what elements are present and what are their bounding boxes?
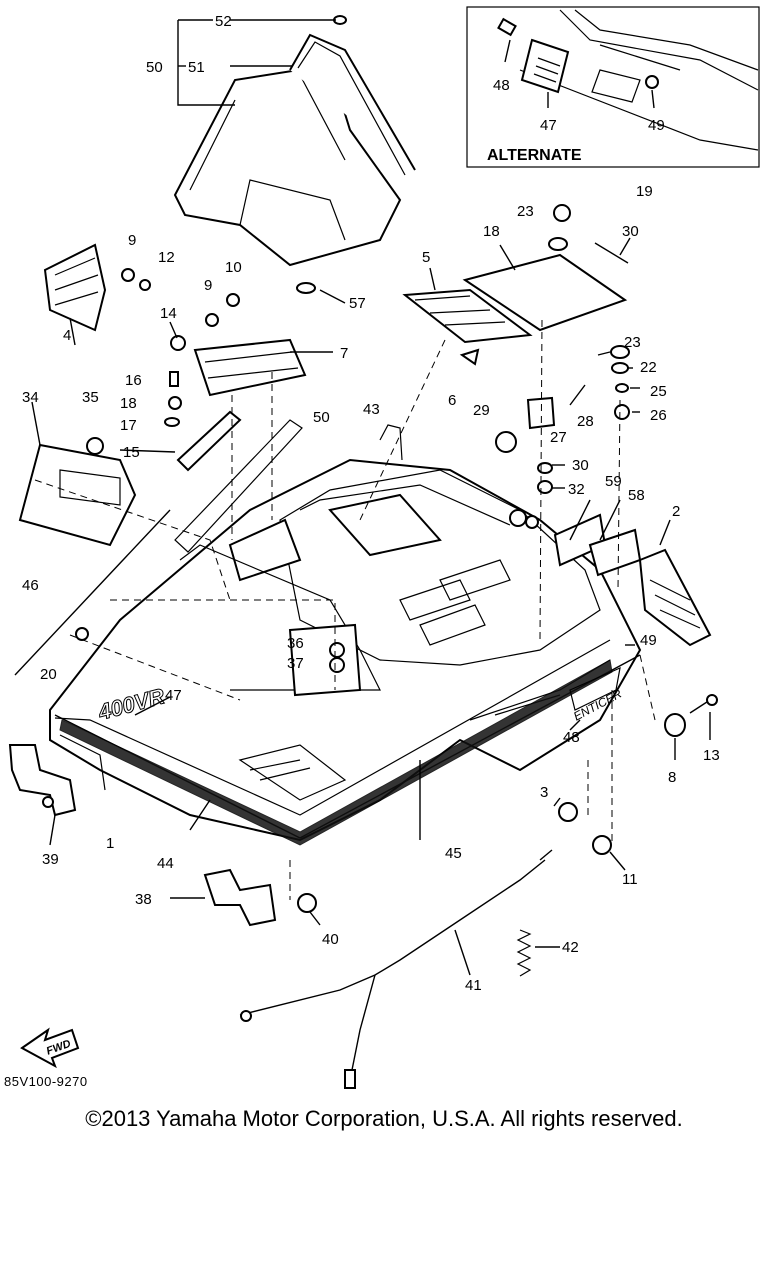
callout-56: 58 [628,487,645,504]
callout-42: 44 [157,855,174,872]
callout-32: 34 [22,389,39,406]
callout-4: 4 [63,327,71,344]
callout-28: 29 [473,402,490,419]
callout-29: 30 [572,457,589,474]
callout-46: 48 [563,729,580,746]
callout-54: 52 [215,13,232,30]
callout-37: 39 [42,851,59,868]
callout-48: 50 [313,409,330,426]
small-parts: FWD [8,204,718,1089]
callout-44: 46 [22,577,39,594]
callout-30: 32 [568,481,585,498]
callout-23a: 23 [517,203,534,220]
callout-21: 19 [636,183,653,200]
callout-23b: 23 [624,334,641,351]
callout-49: 47 [540,117,557,134]
callout-labels: 52 50 51 48 47 49 19 23 18 30 9 12 10 9 … [22,13,720,994]
copyright-notice: ©2013 Yamaha Motor Corporation, U.S.A. A… [85,1106,683,1131]
callout-45: 47 [165,687,182,704]
callout-9a: 9 [128,232,136,249]
callout-7: 7 [340,345,348,362]
callout-40: 42 [562,939,579,956]
guide-lines [34,319,656,900]
callout-22: 22 [640,359,657,376]
callout-6: 6 [448,392,456,409]
callout-14: 14 [160,305,177,322]
callout-19: 20 [40,666,57,683]
callout-11: 11 [622,871,638,888]
callout-18: 18 [120,395,137,412]
callout-31: 30 [622,223,639,240]
callout-2: 2 [672,503,680,520]
drawing-code: 85V100-9270 [4,1074,88,1089]
alternate-inset: ALTERNATE [466,6,760,168]
callout-16: 16 [125,372,142,389]
callout-39: 41 [465,977,482,994]
callout-9b: 9 [204,277,212,294]
callout-25: 26 [650,407,667,424]
callout-36: 38 [135,891,152,908]
callout-26: 27 [550,429,567,446]
callout-51: 49 [648,117,665,134]
inset-title: ALTERNATE [487,147,582,164]
callout-50: 48 [493,77,510,94]
callout-38: 40 [322,931,339,948]
callout-55: 57 [349,295,366,312]
callout-52: 50 [146,59,163,76]
callout-15: 15 [123,444,140,461]
windshield-assembly [173,15,416,267]
callout-34: 36 [287,635,304,652]
callout-43: 45 [445,845,462,862]
callout-17: 17 [120,417,137,434]
callout-1: 1 [106,835,114,852]
callout-47: 49 [640,632,657,649]
leader-lines [31,237,711,976]
callout-27: 28 [577,413,594,430]
callout-20: 18 [483,223,500,240]
callout-24: 25 [650,383,667,400]
hood-shell: 400VR ENTICER [49,458,642,846]
callout-10: 10 [225,259,242,276]
callout-8: 8 [668,769,676,786]
callout-57: 59 [605,473,622,490]
callout-33: 35 [82,389,99,406]
callout-3: 3 [540,784,548,801]
callout-12: 13 [703,747,720,764]
callout-53: 51 [188,59,205,76]
callout-41: 43 [363,401,380,418]
callout-5: 5 [422,249,430,266]
callout-35: 37 [287,655,304,672]
callout-13: 12 [158,249,175,266]
